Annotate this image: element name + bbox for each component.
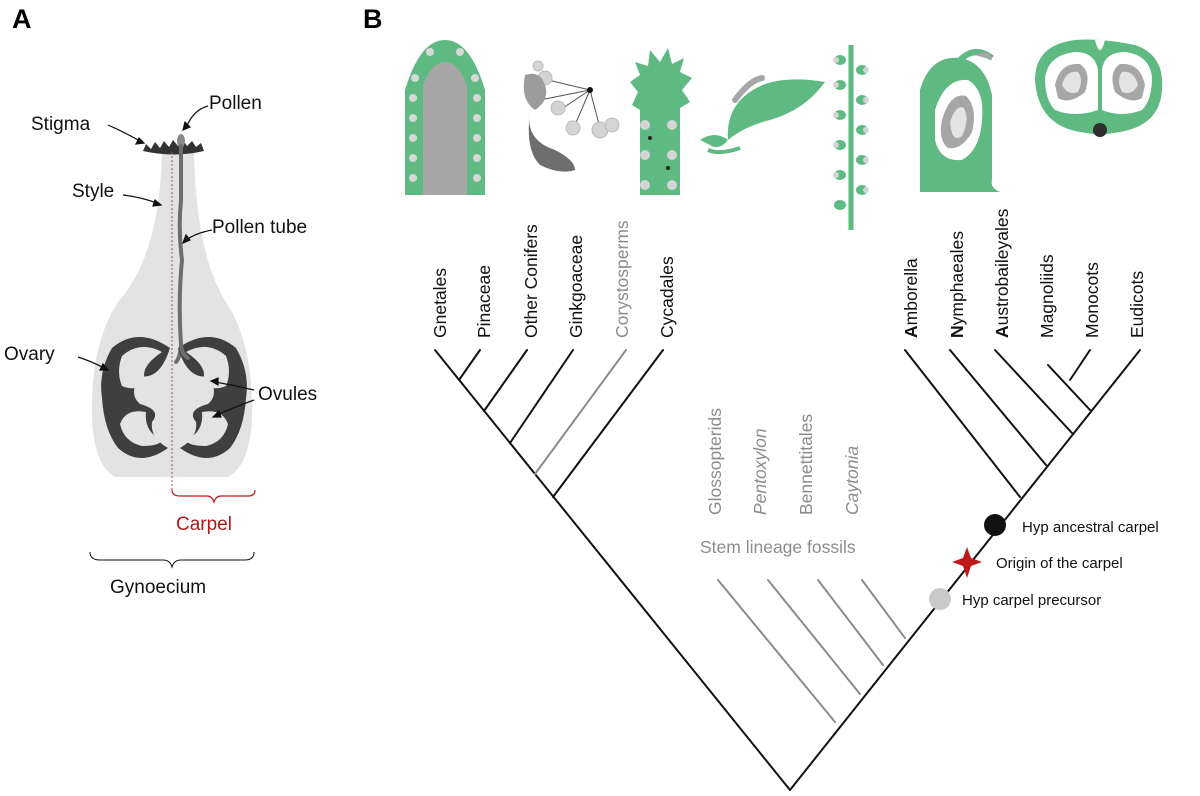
panel-b: B [363,4,1163,791]
fossil-label: Glossopterids [705,408,725,515]
label-ovary: Ovary [4,344,55,365]
label-arrows [77,105,255,418]
ginkgo-illustration [523,60,620,172]
corystosperm-illustration [700,75,825,155]
label-carpel: Carpel [176,514,232,535]
taxon-label: Monocots [1082,262,1102,338]
legend-ancestral-carpel: Hyp ancestral carpel [1022,519,1159,536]
label-stigma: Stigma [31,114,91,135]
label-gynoecium: Gynoecium [110,577,206,598]
gnetales-illustration [405,40,485,195]
pollen-grain [177,134,185,148]
ancestral-carpel-illustration [920,49,1000,193]
taxon-label: Other Conifers [521,224,541,338]
label-pollen: Pollen [209,93,262,114]
carpel-precursor-marker [929,588,951,610]
taxon-label: Pinaceae [474,265,494,338]
stigma [143,140,204,155]
carpel-origin-star [952,547,982,578]
panel-a-letter: A [12,4,32,34]
fossil-label: Caytonia [842,446,862,515]
taxon-label: Gnetales [430,268,450,338]
left-locule [101,337,170,458]
taxon-label: Cycadales [657,256,677,338]
left-locule-inner [119,346,162,389]
taxon-label: Austrobaileyales [992,208,1012,338]
phylogeny-tree [434,349,1141,791]
taxon-label-grey: Corystosperms [612,220,632,338]
legend-origin-carpel: Origin of the carpel [996,555,1123,572]
left-locule-inner-2 [120,411,162,446]
cycad-illustration [630,48,692,195]
panel-a: A Poll [4,4,317,598]
ancestral-carpel-marker [984,514,1006,536]
taxon-label: Amborella [901,258,921,338]
taxon-labels: Gnetales Pinaceae Other Conifers Ginkgoa… [430,208,1147,338]
taxon-label: Ginkgoaceae [566,235,586,338]
fossil-label: Pentoxylon [750,428,770,515]
label-pollen-tube: Pollen tube [212,217,307,238]
panel-b-letter: B [363,4,383,34]
taxon-label: Nymphaeales [947,231,967,338]
label-ovules: Ovules [258,384,317,405]
taxon-label: Magnoliids [1037,254,1057,338]
fossil-labels: Glossopterids Pentoxylon Bennettitales C… [700,408,862,557]
stem-lineage-label: Stem lineage fossils [700,537,856,557]
taxon-label: Eudicots [1127,271,1147,338]
legend-carpel-precursor: Hyp carpel precursor [962,592,1101,609]
right-locule [178,337,247,458]
pollen-tube-tip [179,343,190,360]
carpel-bracket [171,489,256,504]
fossil-label: Bennettitales [796,414,816,515]
angiosperm-ovary-illustration [1035,39,1163,137]
pollen-tube [174,144,185,364]
caytonia-illustration [833,45,869,230]
label-style: Style [72,181,114,202]
right-ovule-lower [186,411,228,446]
gynoecium-bracket [89,551,255,569]
